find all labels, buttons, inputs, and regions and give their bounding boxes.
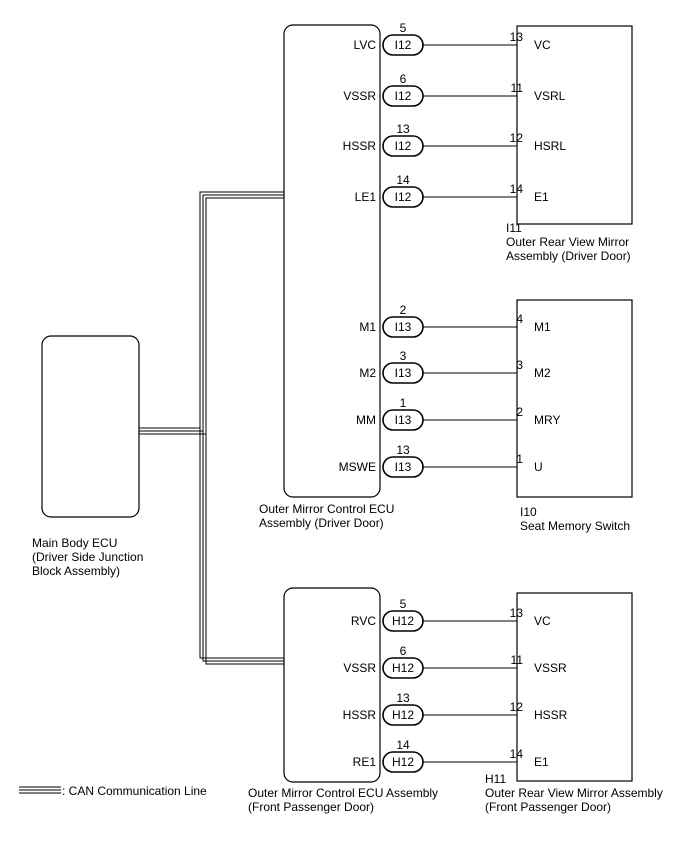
driver-ecu-pin-number-6: 1: [400, 396, 407, 410]
driver-mirror-pin-label-0: VC: [534, 38, 551, 52]
passenger-mirror-pin-label-2: HSSR: [534, 708, 568, 722]
driver-ecu-box: [283, 24, 381, 498]
passenger-ecu-box: [283, 587, 381, 783]
driver-ecu-pin-label-6: MM: [356, 413, 376, 427]
driver-mirror-code: I11: [506, 221, 522, 235]
driver-mirror-pin-label-1: VSRL: [534, 89, 566, 103]
main-ecu-title-line-1: Main Body ECU: [32, 536, 117, 550]
driver-mirror-pin-number-3: 14: [510, 182, 524, 196]
passenger-ecu-pin-label-1: VSSR: [343, 661, 376, 675]
passenger-ecu-title-line-2: (Front Passenger Door): [248, 800, 374, 814]
passenger-mirror-pin-label-0: VC: [534, 614, 551, 628]
driver-ecu-pin-label-2: HSSR: [343, 139, 377, 153]
passenger-ecu-pin-label-0: RVC: [351, 614, 376, 628]
passenger-mirror-pin-number-0: 13: [510, 606, 524, 620]
driver-ecu-connector-code-7: I13: [395, 460, 412, 474]
seat-switch-box: [516, 299, 633, 498]
driver-mirror-pin-label-3: E1: [534, 190, 549, 204]
driver-ecu-pin-number-4: 2: [400, 303, 407, 317]
passenger-mirror-pin-number-2: 12: [510, 700, 524, 714]
main-ecu-title-line-2: (Driver Side Junction: [32, 550, 143, 564]
legend-label: : CAN Communication Line: [62, 784, 207, 798]
driver-ecu-pin-label-3: LE1: [355, 190, 377, 204]
seat-switch-pin-label-1: M2: [534, 366, 551, 380]
legend-can-line-symbol: [19, 786, 61, 794]
driver-ecu-pin-label-5: M2: [359, 366, 376, 380]
passenger-mirror-pin-label-1: VSSR: [534, 661, 567, 675]
driver-ecu-pin-number-2: 13: [396, 122, 410, 136]
driver-mirror-pin-number-2: 12: [510, 131, 524, 145]
passenger-ecu-connector-code-0: H12: [392, 614, 414, 628]
seat-switch-pin-number-2: 2: [516, 405, 523, 419]
main-body-ecu-box: [41, 335, 140, 518]
passenger-ecu-connector-code-1: H12: [392, 661, 414, 675]
driver-ecu-pin-number-0: 5: [400, 21, 407, 35]
passenger-mirror-title-line-2: (Front Passenger Door): [485, 800, 611, 814]
driver-mirror-pin-number-1: 11: [511, 81, 524, 95]
passenger-ecu-connector-code-3: H12: [392, 755, 414, 769]
driver-ecu-connector-code-5: I13: [395, 366, 412, 380]
driver-ecu-pin-label-7: MSWE: [339, 460, 376, 474]
driver-ecu-connector-code-3: I12: [395, 190, 412, 204]
seat-switch-pin-label-2: MRY: [534, 413, 560, 427]
driver-ecu-title-line-2: Assembly (Driver Door): [259, 516, 384, 530]
passenger-mirror-code: H11: [485, 772, 506, 786]
passenger-mirror-pin-number-1: 11: [511, 653, 524, 667]
driver-ecu-title-line-1: Outer Mirror Control ECU: [259, 502, 394, 516]
passenger-mirror-title-line-1: Outer Rear View Mirror Assembly: [485, 786, 663, 800]
driver-ecu-pin-label-0: LVC: [354, 38, 377, 52]
passenger-ecu-pin-label-2: HSSR: [343, 708, 377, 722]
seat-switch-pin-number-0: 4: [516, 312, 523, 326]
driver-ecu-connector-code-1: I12: [395, 89, 412, 103]
can-bus: [139, 191, 284, 665]
driver-mirror-pin-label-2: HSRL: [534, 139, 566, 153]
driver-mirror-pin-number-0: 13: [510, 30, 524, 44]
driver-mirror-title-line-2: Assembly (Driver Door): [506, 249, 631, 263]
wiring: LVC5I1213VCVSSR6I1211VSRLHSSR13I1212HSRL…: [339, 21, 568, 773]
passenger-ecu-pin-number-0: 5: [400, 597, 407, 611]
driver-ecu-pin-number-7: 13: [396, 443, 410, 457]
driver-ecu-pin-number-3: 14: [396, 173, 410, 187]
seat-switch-pin-label-0: M1: [534, 320, 551, 334]
driver-ecu-connector-code-4: I13: [395, 320, 412, 334]
driver-ecu-pin-number-5: 3: [400, 349, 407, 363]
seat-switch-pin-label-3: U: [534, 460, 543, 474]
driver-ecu-pin-number-1: 6: [400, 72, 407, 86]
seat-switch-code: I10: [520, 505, 537, 519]
passenger-ecu-pin-label-3: RE1: [353, 755, 377, 769]
seat-switch-pin-number-3: 1: [516, 452, 523, 466]
passenger-mirror-pin-label-3: E1: [534, 755, 549, 769]
passenger-mirror-box: [516, 592, 633, 782]
driver-ecu-pin-label-4: M1: [359, 320, 376, 334]
driver-ecu-pin-label-1: VSSR: [343, 89, 376, 103]
driver-mirror-box: [516, 25, 633, 225]
main-ecu-title-line-3: Block Assembly): [32, 564, 120, 578]
passenger-ecu-pin-number-2: 13: [396, 691, 410, 705]
driver-ecu-connector-code-6: I13: [395, 413, 412, 427]
passenger-ecu-pin-number-3: 14: [396, 738, 410, 752]
passenger-ecu-title-line-1: Outer Mirror Control ECU Assembly: [248, 786, 438, 800]
seat-switch-title: Seat Memory Switch: [520, 519, 630, 533]
passenger-mirror-pin-number-3: 14: [510, 747, 524, 761]
driver-ecu-connector-code-2: I12: [395, 139, 412, 153]
driver-ecu-connector-code-0: I12: [395, 38, 412, 52]
seat-switch-pin-number-1: 3: [516, 358, 523, 372]
passenger-ecu-connector-code-2: H12: [392, 708, 414, 722]
passenger-ecu-pin-number-1: 6: [400, 644, 407, 658]
driver-mirror-title-line-1: Outer Rear View Mirror: [506, 235, 629, 249]
